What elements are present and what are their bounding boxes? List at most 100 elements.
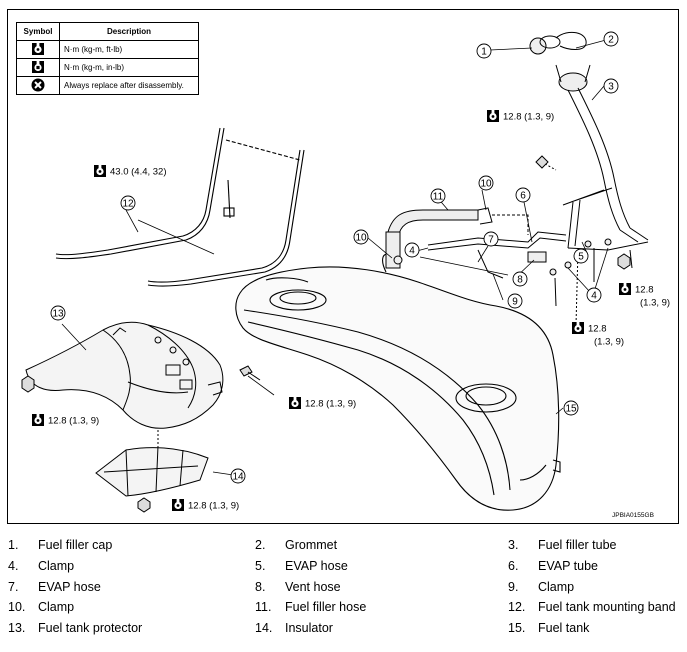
part-item: 14. Insulator xyxy=(255,621,333,635)
reference-code: JPBIA0155GB xyxy=(612,512,654,519)
fuel-tank-mounting-bands xyxy=(55,127,305,287)
part-name: Clamp xyxy=(38,600,75,615)
svg-text:3: 3 xyxy=(608,82,614,93)
part-number: 6. xyxy=(508,558,519,573)
svg-text:1: 1 xyxy=(481,47,487,58)
svg-text:15: 15 xyxy=(565,404,577,415)
part-name: Grommet xyxy=(285,538,338,552)
callout-10b: 10 xyxy=(478,175,494,191)
torque-evap-value: 12.8 xyxy=(588,324,607,335)
part-number: 12. xyxy=(508,600,526,615)
svg-text:14: 14 xyxy=(232,472,244,483)
callout-2: 2 xyxy=(603,31,619,47)
part-item: 7. EVAP hose xyxy=(8,580,101,594)
part-name: EVAP hose xyxy=(285,558,348,573)
part-name: Fuel filler tube xyxy=(538,538,617,552)
svg-text:10: 10 xyxy=(480,179,492,190)
insulator xyxy=(95,430,209,510)
torque-right-value: 12.8 xyxy=(635,285,654,296)
svg-text:13: 13 xyxy=(52,309,64,320)
callout-6: 6 xyxy=(515,187,531,203)
callout-8: 8 xyxy=(512,271,528,287)
part-item: 1. Fuel filler cap xyxy=(8,538,112,552)
part-name: Clamp xyxy=(38,558,75,573)
torque-specs: 43.0 (4.4, 32) 12.8 (1.3, 9) 12.8 (1.3, … xyxy=(32,110,670,512)
callout-9: 9 xyxy=(507,293,523,309)
part-item: 4. Clamp xyxy=(8,559,74,573)
part-item: 6. EVAP tube xyxy=(508,559,598,573)
part-item: 15. Fuel tank xyxy=(508,621,589,635)
callout-7: 7 xyxy=(483,231,499,247)
part-item: 3. Fuel filler tube xyxy=(508,538,617,552)
torque-insulator: 12.8 (1.3, 9) xyxy=(188,501,239,512)
part-number: 3. xyxy=(508,538,519,552)
callout-4a: 4 xyxy=(404,242,420,258)
torque-wrench-nm-kgm-ftlb-icon xyxy=(32,42,44,55)
legend-row-1: N·m (kg-m, ft-lb) xyxy=(59,40,199,59)
part-name: Fuel tank protector xyxy=(38,621,143,636)
part-number: 14. xyxy=(255,621,273,636)
part-item: 13.Fuel tank protector xyxy=(8,621,142,635)
legend-header-description: Description xyxy=(59,22,199,41)
part-number: 15. xyxy=(508,621,526,636)
part-name: Fuel filler hose xyxy=(285,600,367,615)
part-number: 9. xyxy=(508,579,519,594)
fuel-tank-protector xyxy=(25,321,224,429)
fuel-hoses xyxy=(385,207,612,326)
svg-text:10: 10 xyxy=(355,233,367,244)
part-number: 11. xyxy=(255,600,272,615)
part-name: Insulator xyxy=(285,621,333,636)
legend-row-2: N·m (kg-m, in-lb) xyxy=(59,58,199,77)
callout-12: 12 xyxy=(120,195,136,211)
part-number: 10. xyxy=(8,600,26,615)
torque-evap-units: (1.3, 9) xyxy=(594,337,624,348)
diagram-frame: 1 2 3 4 4 5 6 7 8 9 10 10 11 12 13 14 15… xyxy=(7,9,679,524)
symbol-legend: Symbol Description N·m (kg-m, ft-lb) N·m… xyxy=(16,22,199,95)
part-name: Fuel tank xyxy=(538,621,590,636)
svg-text:6: 6 xyxy=(520,191,526,202)
svg-text:7: 7 xyxy=(488,235,494,246)
svg-text:4: 4 xyxy=(591,291,597,302)
part-name: Fuel filler cap xyxy=(38,538,113,552)
leader-lines xyxy=(61,39,609,477)
part-item: 5. EVAP hose xyxy=(255,559,348,573)
part-number: 8. xyxy=(255,579,266,594)
torque-bolt: 12.8 (1.3, 9) xyxy=(305,399,356,410)
part-name: EVAP tube xyxy=(538,558,598,573)
callout-1: 1 xyxy=(476,43,492,59)
svg-text:9: 9 xyxy=(512,297,518,308)
always-replace-icon xyxy=(31,78,45,91)
part-item: 8. Vent hose xyxy=(255,580,341,594)
svg-text:5: 5 xyxy=(578,252,584,263)
part-number: 2. xyxy=(255,538,266,552)
callout-5: 5 xyxy=(573,248,589,264)
torque-filler: 12.8 (1.3, 9) xyxy=(503,112,554,123)
callout-14: 14 xyxy=(230,468,246,484)
svg-text:4: 4 xyxy=(409,246,415,257)
part-item: 10. Clamp xyxy=(8,600,74,614)
callout-4b: 4 xyxy=(586,287,602,303)
part-item: 9. Clamp xyxy=(508,580,574,594)
callout-circles: 1 2 3 4 4 5 6 7 8 9 10 10 11 12 13 14 15 xyxy=(50,31,619,484)
legend-header-symbol: Symbol xyxy=(16,22,60,41)
part-name: Vent hose xyxy=(285,579,341,594)
callout-13: 13 xyxy=(50,305,66,321)
callout-3: 3 xyxy=(603,78,619,94)
torque-wrench-nm-kgm-inlb-icon xyxy=(32,60,44,73)
part-item: 12.Fuel tank mounting band xyxy=(508,600,676,614)
legend-row-3: Always replace after disassembly. xyxy=(59,76,199,95)
callout-11: 11 xyxy=(430,188,446,204)
callout-10a: 10 xyxy=(353,229,369,245)
part-name: Clamp xyxy=(538,579,575,594)
torque-protector: 12.8 (1.3, 9) xyxy=(48,416,99,427)
part-number: 4. xyxy=(8,558,19,573)
svg-text:12: 12 xyxy=(122,199,134,210)
part-name: EVAP hose xyxy=(38,579,101,594)
part-number: 1. xyxy=(8,538,19,552)
torque-right-units: (1.3, 9) xyxy=(640,298,670,309)
part-number: 7. xyxy=(8,579,19,594)
callout-15: 15 xyxy=(563,400,579,416)
torque-band: 43.0 (4.4, 32) xyxy=(110,167,167,178)
part-number: 5. xyxy=(255,558,266,573)
part-item: 2. Grommet xyxy=(255,538,337,552)
